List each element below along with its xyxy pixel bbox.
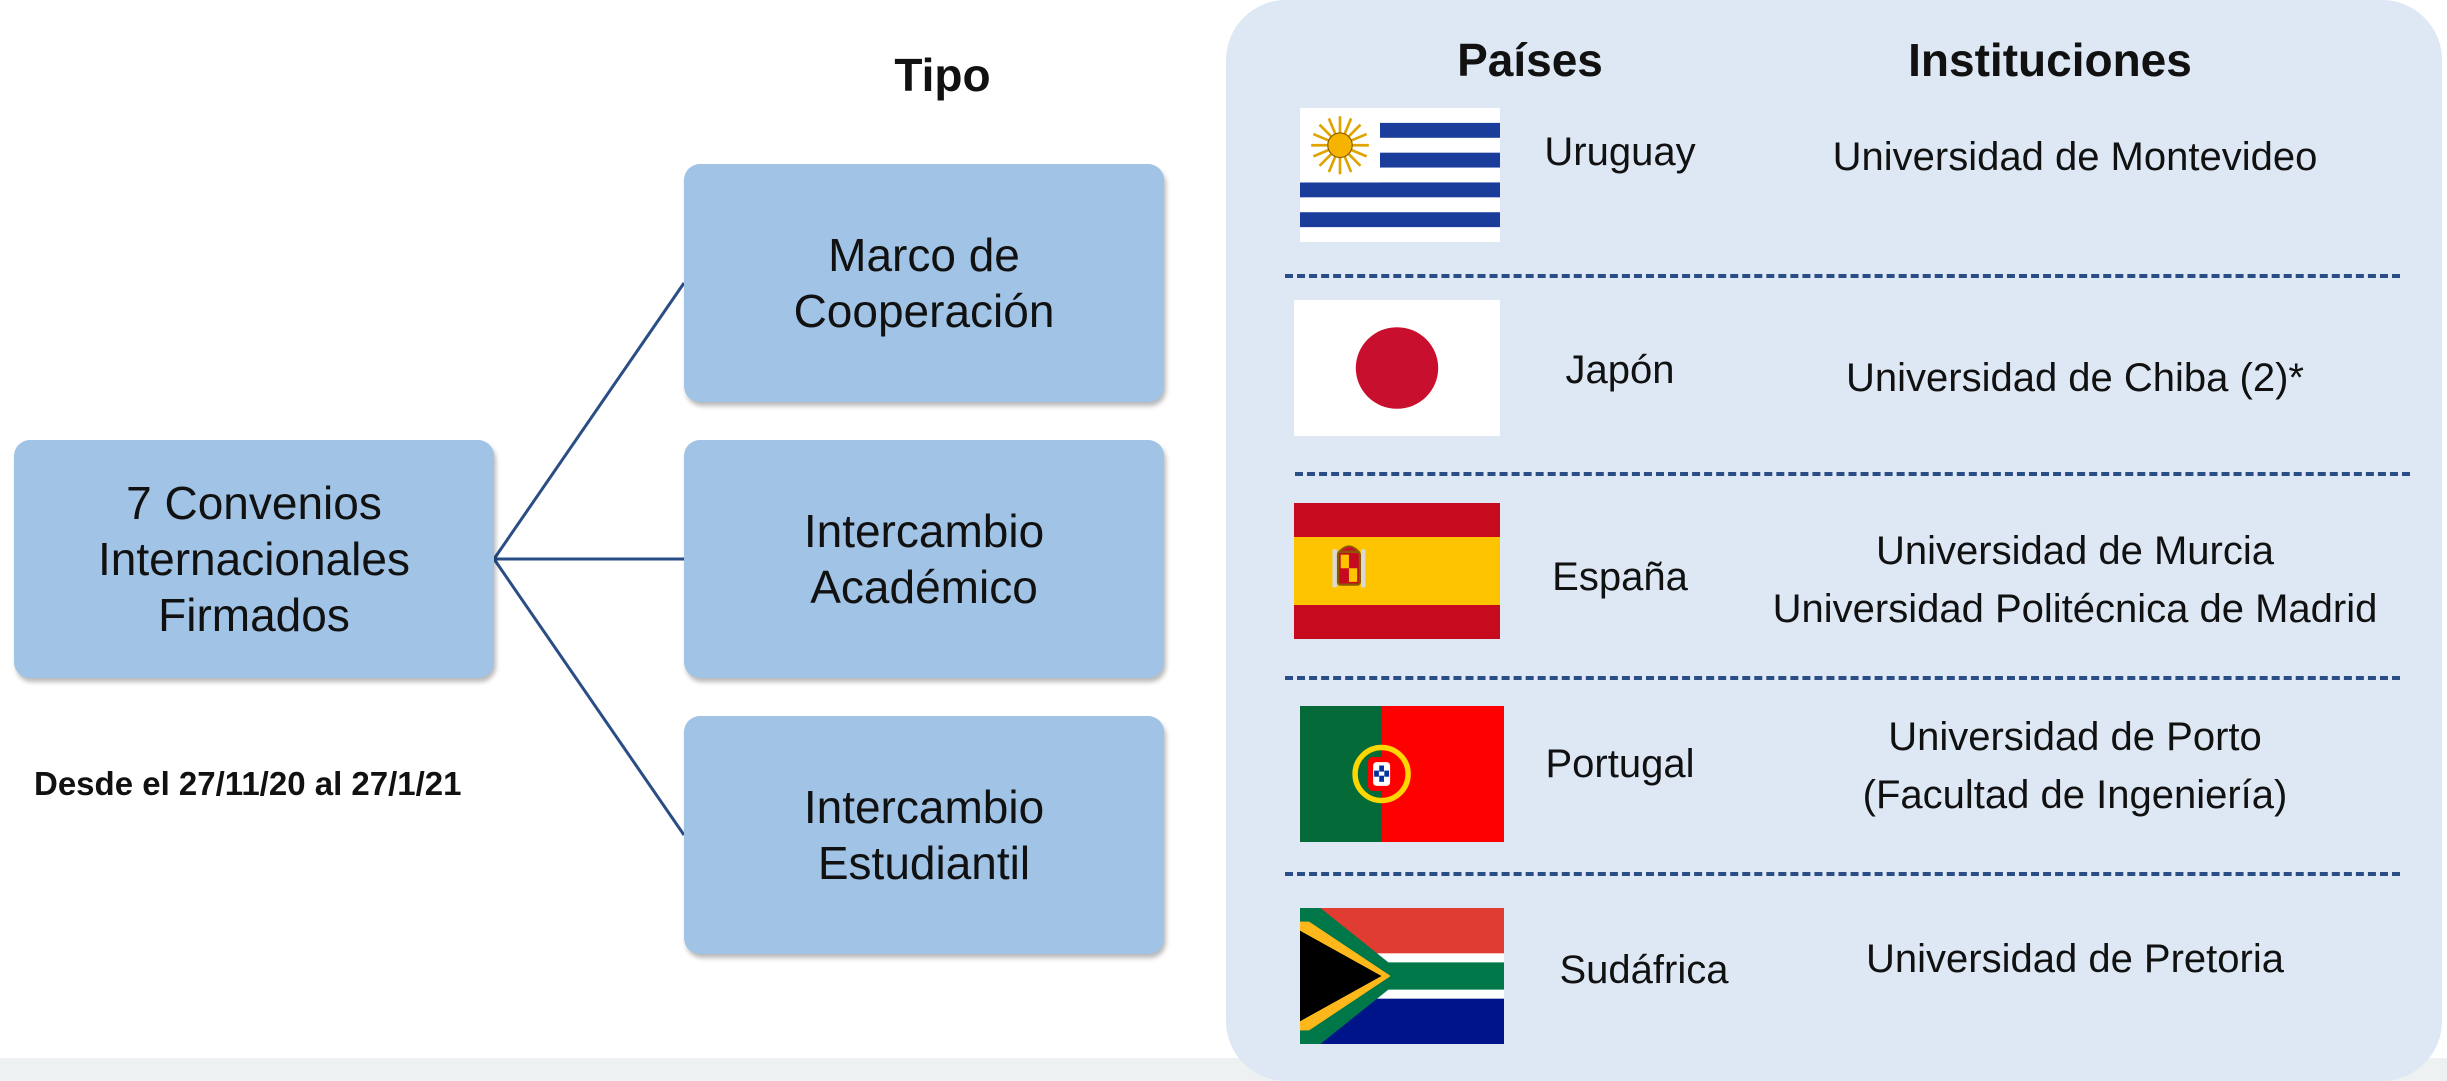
type-label: Intercambio Académico	[803, 505, 1045, 613]
country-name: Japón	[1565, 348, 1675, 392]
south-africa-flag-icon	[1300, 908, 1504, 1044]
root-convenios-box: 7 Convenios Internacionales Firmados	[14, 440, 494, 678]
institution-text: Universidad de Porto (Facultad de Ingeni…	[1862, 715, 2288, 817]
connector-to-marco	[492, 282, 686, 560]
institution-text: Universidad de Pretoria	[1866, 937, 2284, 981]
institution-text: Universidad de Murcia Universidad Polité…	[1772, 529, 2378, 631]
japan-flag-icon	[1294, 300, 1500, 436]
paises-heading: Países	[1457, 34, 1603, 86]
uruguay-flag-icon	[1300, 108, 1500, 242]
type-label: Marco de Cooperación	[793, 229, 1055, 337]
type-box-intercambio-academico: Intercambio Académico	[684, 440, 1164, 678]
date-range-note: Desde el 27/11/20 al 27/1/21	[34, 765, 462, 802]
country-name: España	[1552, 555, 1688, 599]
row-divider	[1285, 274, 2400, 278]
root-convenios-label: 7 Convenios Internacionales Firmados	[98, 477, 410, 641]
spain-flag-icon	[1294, 503, 1500, 639]
portugal-flag-icon	[1300, 706, 1504, 842]
tipo-heading: Tipo	[894, 49, 991, 101]
type-label: Intercambio Estudiantil	[803, 781, 1045, 889]
country-name: Sudáfrica	[1559, 948, 1729, 992]
type-box-marco-cooperacion: Marco de Cooperación	[684, 164, 1164, 402]
country-name: Uruguay	[1544, 130, 1696, 174]
instituciones-heading: Instituciones	[1908, 34, 2192, 86]
connector-to-estudiantil	[492, 558, 686, 836]
country-name: Portugal	[1545, 742, 1695, 786]
row-divider	[1295, 472, 2410, 476]
institution-text: Universidad de Montevideo	[1832, 135, 2318, 179]
row-divider	[1285, 872, 2400, 876]
type-box-intercambio-estudiantil: Intercambio Estudiantil	[684, 716, 1164, 954]
row-divider	[1285, 676, 2400, 680]
connector-lines	[492, 282, 686, 836]
institution-text: Universidad de Chiba (2)*	[1845, 356, 2304, 400]
